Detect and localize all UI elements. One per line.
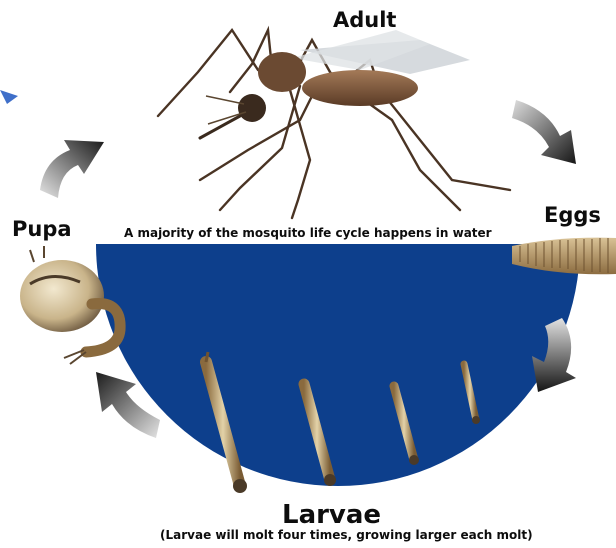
larvae-note: (Larvae will molt four times, growing la… xyxy=(160,528,533,542)
stage-label-pupa: Pupa xyxy=(12,217,72,241)
water-caption: A majority of the mosquito life cycle ha… xyxy=(124,226,492,240)
water-area xyxy=(96,244,580,486)
stage-label-eggs: Eggs xyxy=(544,203,601,227)
triangle-marker-icon xyxy=(0,90,18,104)
cycle-arrow-icon xyxy=(40,140,104,198)
stage-label-adult: Adult xyxy=(333,8,396,32)
stage-label-larvae: Larvae xyxy=(282,500,381,530)
cycle-arrow-icon xyxy=(512,100,576,164)
mosquito-adult-illustration xyxy=(158,30,510,218)
